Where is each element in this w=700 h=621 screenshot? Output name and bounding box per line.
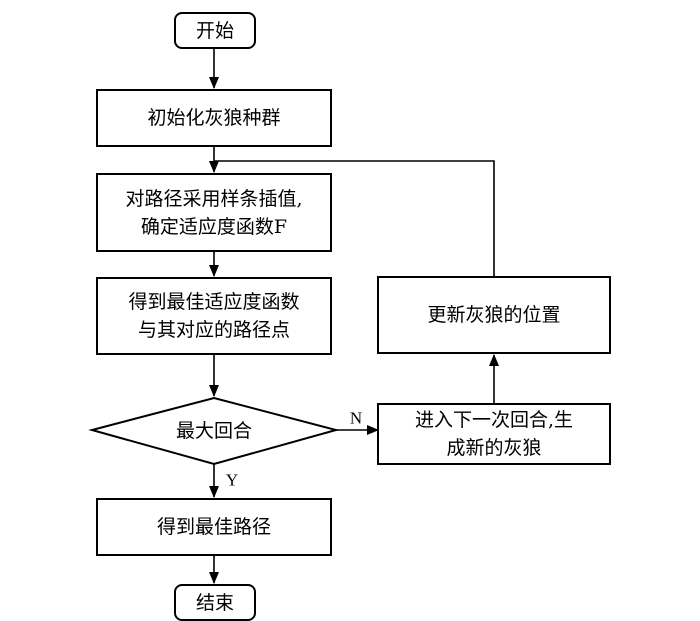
spline-label-line2: 确定适应度函数F (141, 216, 287, 238)
start-label: 开始 (196, 20, 234, 42)
loop-back-connector (214, 160, 495, 277)
best-fitness-process: 得到最佳适应度函数 与其对应的路径点 (96, 277, 332, 355)
update-label: 更新灰狼的位置 (427, 304, 560, 326)
spline-process: 对路径采用样条插值, 确定适应度函数F (96, 173, 332, 252)
end-label: 结束 (196, 592, 234, 614)
init-process: 初始化灰狼种群 (96, 89, 332, 147)
best-label-line1: 得到最佳适应度函数 (128, 291, 299, 313)
next-round-process: 进入下一次回合,生 成新的灰狼 (377, 403, 611, 465)
spline-label-line1: 对路径采用样条插值, (125, 188, 302, 210)
label-yes: Y (226, 471, 238, 490)
connectors (209, 48, 499, 584)
label-no: N (350, 409, 362, 428)
init-label: 初始化灰狼种群 (147, 107, 280, 129)
best-label-line2: 与其对应的路径点 (138, 319, 290, 341)
result-process: 得到最佳路径 (96, 498, 332, 556)
end-node: 结束 (174, 584, 256, 621)
next-round-label-line2: 成新的灰狼 (446, 437, 541, 459)
decision-node: 最大回合 (88, 396, 340, 466)
start-node: 开始 (174, 12, 256, 49)
result-label: 得到最佳路径 (157, 516, 271, 538)
decision-label: 最大回合 (176, 420, 252, 442)
next-round-label-line1: 进入下一次回合,生 (415, 409, 573, 431)
update-position-process: 更新灰狼的位置 (377, 276, 611, 354)
